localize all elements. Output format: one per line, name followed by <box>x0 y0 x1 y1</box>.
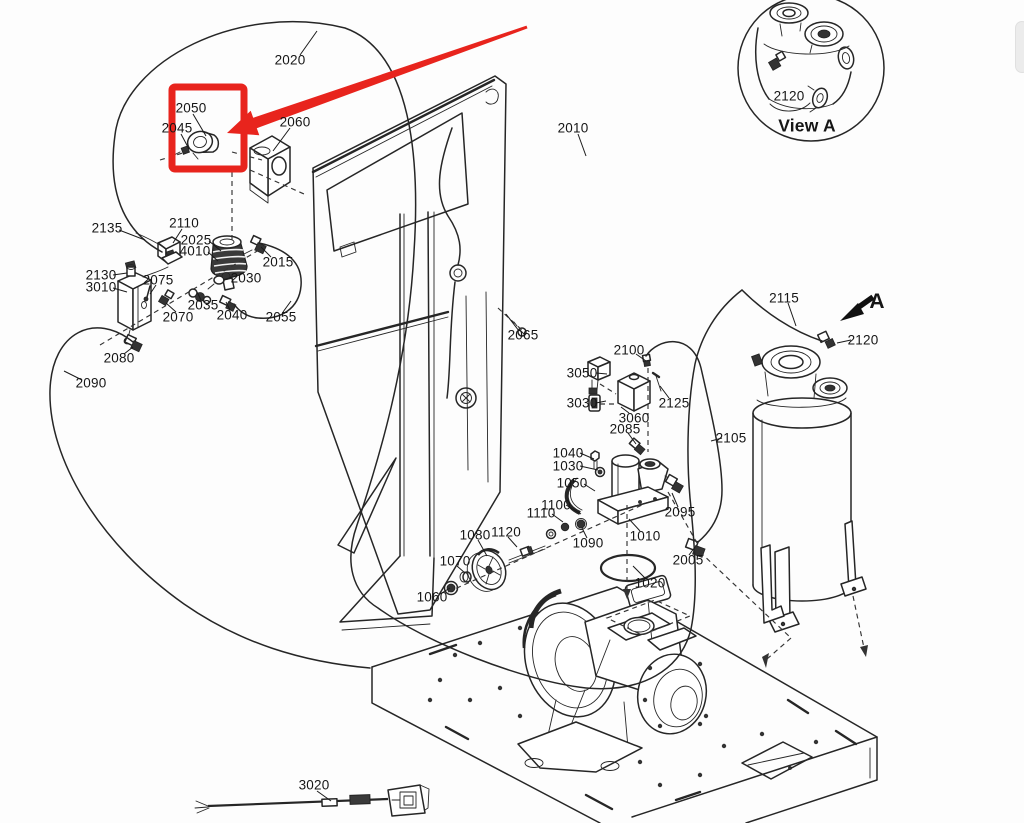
hose-2105 <box>645 341 723 543</box>
center-cluster <box>443 353 706 596</box>
wire-2135 <box>135 232 166 249</box>
left-cluster <box>117 234 267 353</box>
leader-lines <box>63 30 852 802</box>
view-direction-arrow <box>840 294 875 321</box>
grommet-2050 <box>186 130 220 160</box>
bolt-2045 <box>173 145 190 156</box>
scrollbar-thumb[interactable] <box>1015 21 1024 73</box>
hoses <box>49 20 823 690</box>
pump-assembly <box>517 574 709 773</box>
tank <box>751 330 867 633</box>
hose-2055 <box>233 242 302 319</box>
panel-2010 <box>311 75 527 631</box>
bracket-2060 <box>249 135 291 204</box>
hose-2090 <box>49 327 371 669</box>
highlight-arrow <box>227 25 528 136</box>
cable-3020 <box>194 784 430 817</box>
hose-2115 <box>741 289 823 342</box>
view-a-balloon <box>737 0 885 142</box>
dashed-lines <box>99 151 868 668</box>
